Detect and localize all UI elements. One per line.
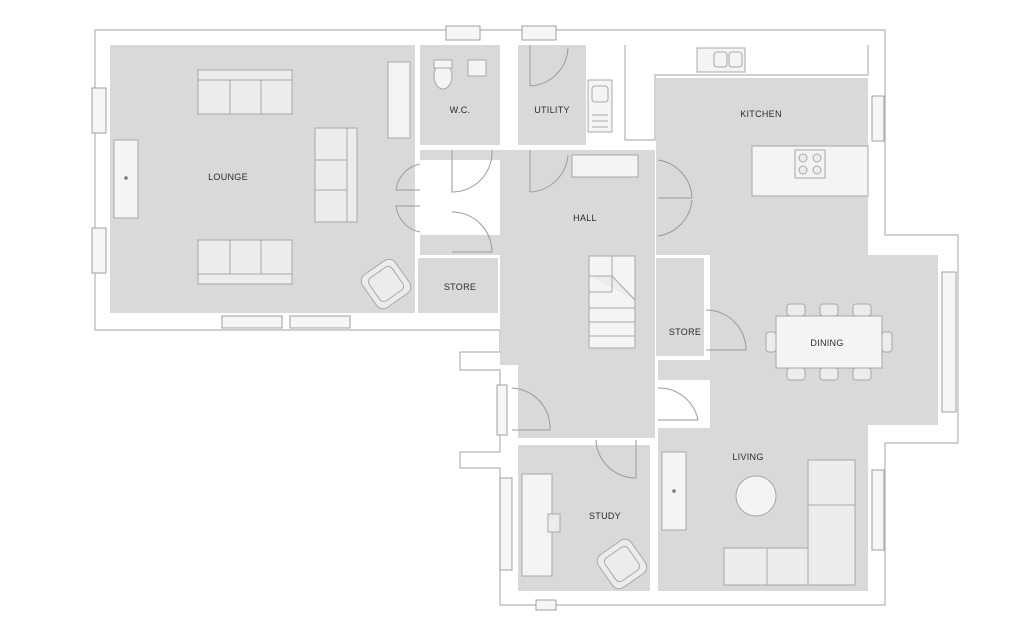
room-label-store-left: STORE [444,282,476,292]
window [91,227,107,274]
lounge-furniture [113,61,412,310]
dining-furniture [765,303,893,381]
room-label-lounge: LOUNGE [208,172,248,182]
staircase [588,255,636,349]
living-furniture [661,451,856,586]
window [499,477,513,571]
window [91,87,107,134]
armchair [596,538,648,590]
dining-table [775,315,883,369]
window [521,25,557,41]
sideboard [387,61,411,139]
desk-chair [547,513,561,533]
room-label-hall: HALL [573,213,597,223]
window [221,315,283,329]
room-label-wc: W.C. [450,105,471,115]
coffee-table [735,475,777,517]
window [871,95,885,142]
sofa [197,239,293,285]
armchair [360,258,412,310]
study-furniture [521,473,648,590]
store-center-floor [656,258,704,356]
room-label-study: STUDY [589,511,621,521]
basin [467,59,487,77]
window [289,315,351,329]
room-labels: LOUNGE W.C. UTILITY KITCHEN HALL STORE S… [208,105,843,521]
window [941,271,957,413]
windows [91,25,957,611]
kitchen-fixtures [571,47,869,197]
hall-floor [420,150,655,438]
room-label-store-center: STORE [669,327,701,337]
hall-console [571,154,639,178]
door-swings [395,45,747,479]
window [871,469,885,551]
hob [794,149,826,179]
dining-living-floor [656,198,938,591]
fireplace [113,139,139,219]
sofa [197,69,293,115]
store-left-floor [418,258,498,313]
window [496,384,508,436]
room-label-kitchen: KITCHEN [740,109,782,119]
sofa [314,127,358,223]
wc-fixtures [433,59,487,90]
utility-floor [518,45,586,145]
window [535,599,557,611]
window [445,25,481,41]
room-label-dining: DINING [810,338,843,348]
wc-floor [420,45,500,145]
desk [521,473,553,577]
room-label-living: LIVING [732,452,763,462]
room-label-utility: UTILITY [534,105,570,115]
